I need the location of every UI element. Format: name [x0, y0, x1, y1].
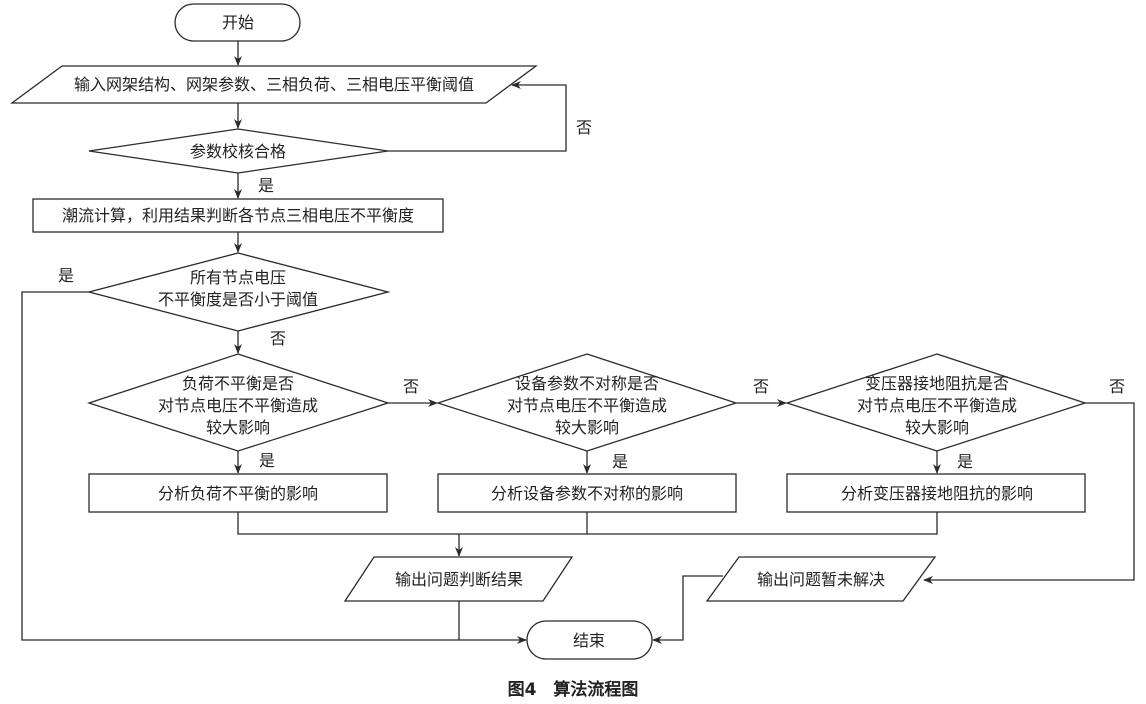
equipment-decision: 设备参数不对称是否 对节点电压不平衡造成 较大影响 [435, 353, 739, 452]
transformer-yes-label: 是 [957, 452, 973, 471]
equipment-label-line2: 对节点电压不平衡造成 [507, 396, 667, 415]
transformer-label-line1: 变压器接地阻抗是否 [865, 374, 1009, 393]
all-nodes-no-label: 否 [270, 329, 286, 348]
load-no-label: 否 [403, 377, 419, 396]
check-params-label: 参数校核合格 [190, 142, 286, 161]
load-yes-label: 是 [259, 451, 275, 470]
analyze-transformer-label: 分析变压器接地阻抗的影响 [841, 484, 1033, 503]
start-label: 开始 [222, 13, 254, 32]
all-nodes-yes-label: 是 [58, 266, 74, 285]
check-params-no-label: 否 [576, 118, 592, 137]
all-nodes-label-line1: 所有节点电压 [190, 268, 286, 287]
all-nodes-decision: 所有节点电压 不平衡度是否小于阈值 [86, 252, 391, 332]
analyze-load-process: 分析负荷不平衡的影响 [88, 473, 388, 513]
output-result-node: 输出问题判断结果 [343, 556, 574, 602]
end-terminal: 结束 [526, 620, 653, 660]
transformer-no-label: 否 [1109, 377, 1125, 396]
analyze-equipment-label: 分析设备参数不对称的影响 [491, 484, 683, 503]
equipment-no-label: 否 [753, 377, 769, 396]
output-unsolved-label: 输出问题暂未解决 [757, 570, 885, 589]
equipment-label-line3: 较大影响 [555, 418, 619, 437]
power-flow-process: 潮流计算，利用结果判断各节点三相电压不平衡度 [32, 198, 444, 233]
check-params-yes-label: 是 [258, 176, 274, 195]
figure-caption: 图4 算法流程图 [508, 679, 639, 700]
power-flow-label: 潮流计算，利用结果判断各节点三相电压不平衡度 [62, 206, 414, 225]
equipment-yes-label: 是 [612, 452, 628, 471]
equipment-label-line1: 设备参数不对称是否 [515, 374, 659, 393]
output-result-label: 输出问题判断结果 [395, 570, 523, 589]
input-label: 输入网架结构、网架参数、三相负荷、三相电压平衡阈值 [74, 75, 474, 94]
arrow-transformer-no-to-unsolved [923, 402, 1135, 584]
analyze-transformer-process: 分析变压器接地阻抗的影响 [786, 473, 1086, 513]
analyze-load-label: 分析负荷不平衡的影响 [158, 484, 318, 503]
load-decision: 负荷不平衡是否 对节点电压不平衡造成 较大影响 [86, 353, 391, 452]
start-terminal: 开始 [174, 3, 301, 42]
analyze-equipment-process: 分析设备参数不对称的影响 [437, 473, 737, 513]
arrow-allnodes-yes-to-end [21, 291, 527, 644]
transformer-label-line3: 较大影响 [905, 418, 969, 437]
transformer-label-line2: 对节点电压不平衡造成 [857, 396, 1017, 415]
arrow-unsolved-to-end [652, 575, 723, 644]
input-data-node: 输入网架结构、网架参数、三相负荷、三相电压平衡阈值 [10, 65, 538, 104]
output-unsolved-node: 输出问题暂未解决 [705, 556, 937, 602]
end-label: 结束 [573, 631, 605, 650]
load-label-line2: 对节点电压不平衡造成 [158, 396, 318, 415]
load-label-line1: 负荷不平衡是否 [182, 374, 294, 393]
connectors [21, 41, 1135, 644]
arrow-check-no-loop [388, 81, 567, 152]
load-label-line3: 较大影响 [206, 418, 270, 437]
check-params-decision: 参数校核合格 [88, 128, 389, 174]
all-nodes-label-line2: 不平衡度是否小于阈值 [158, 290, 318, 309]
transformer-decision: 变压器接地阻抗是否 对节点电压不平衡造成 较大影响 [784, 353, 1088, 452]
